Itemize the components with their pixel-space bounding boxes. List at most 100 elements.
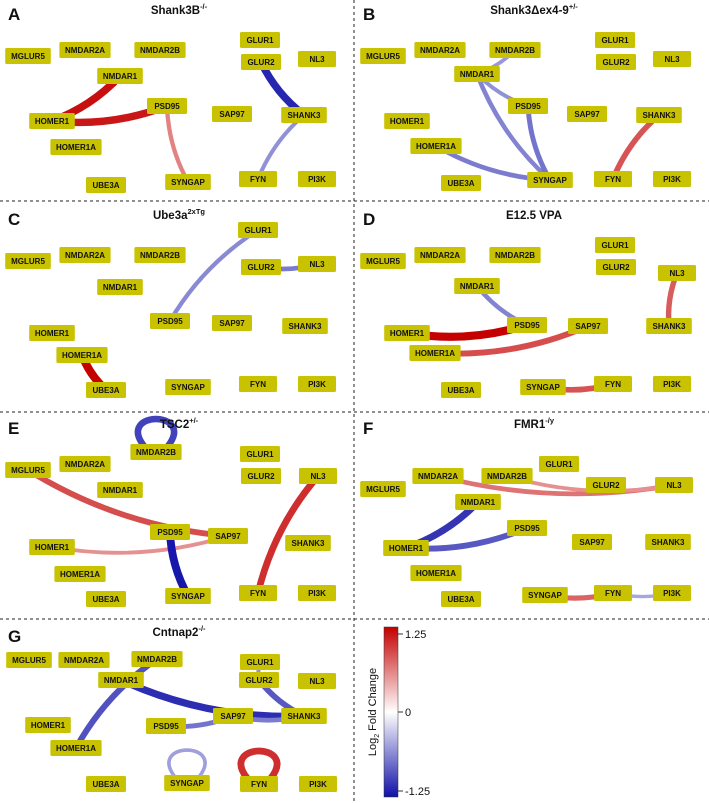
node-label: SHANK3 (288, 712, 321, 721)
panel-title-main: Shank3B (151, 5, 200, 17)
node-fyn: FYN (594, 585, 632, 601)
node-pi3k: PI3K (653, 171, 691, 187)
legend-axis-rest: Fold Change (367, 668, 379, 734)
node-label: SAP97 (574, 110, 600, 119)
node-nmdar2a: NMDAR2A (414, 247, 466, 263)
node-nmdar1: NMDAR1 (97, 279, 143, 295)
edge-syngap-syngap (167, 748, 207, 779)
node-label: NMDAR2A (420, 251, 460, 260)
node-label: NMDAR2B (140, 46, 180, 55)
node-label: GLUR1 (246, 450, 274, 459)
node-label: NMDAR2B (140, 251, 180, 260)
node-box (653, 51, 691, 67)
node-box (298, 171, 336, 187)
node-label: NMDAR1 (103, 72, 138, 81)
node-label: NMDAR1 (460, 70, 495, 79)
edge-nl3-fyn (254, 472, 322, 597)
node-pi3k: PI3K (299, 776, 337, 792)
node-label: SHANK3 (289, 322, 322, 331)
node-box (56, 347, 108, 363)
node-mglur5: MGLUR5 (360, 48, 406, 64)
node-box (25, 717, 71, 733)
node-box (239, 672, 279, 688)
node-label: UBE3A (92, 595, 119, 604)
node-homer1: HOMER1 (29, 539, 75, 555)
node-psd95: PSD95 (150, 524, 190, 540)
node-nmdar2a: NMDAR2A (414, 42, 466, 58)
node-mglur5: MGLUR5 (5, 48, 51, 64)
node-homer1a: HOMER1A (410, 138, 462, 154)
node-label: PSD95 (153, 722, 179, 731)
node-box (383, 540, 429, 556)
node-box (572, 534, 612, 550)
node-box (59, 42, 111, 58)
node-box (97, 482, 143, 498)
node-box (239, 376, 277, 392)
node-homer1a: HOMER1A (50, 139, 102, 155)
node-nl3: NL3 (299, 468, 337, 484)
node-box (481, 468, 533, 484)
node-label: SYNGAP (528, 591, 562, 600)
node-box (298, 673, 336, 689)
node-box (455, 494, 501, 510)
node-label: SYNGAP (526, 383, 560, 392)
node-label: PSD95 (157, 528, 183, 537)
node-homer1: HOMER1 (383, 540, 429, 556)
panel-title: Ube3a2xTg (153, 207, 205, 222)
node-glur2: GLUR2 (239, 672, 279, 688)
node-box (240, 776, 278, 792)
node-syngap: SYNGAP (522, 587, 568, 603)
node-box (213, 708, 253, 724)
node-box (539, 456, 579, 472)
node-box (241, 54, 281, 70)
node-label: PSD95 (154, 102, 180, 111)
node-label: HOMER1A (416, 142, 456, 151)
node-nl3: NL3 (653, 51, 691, 67)
node-label: SHANK3 (652, 538, 685, 547)
node-ube3a: UBE3A (86, 776, 126, 792)
legend-mid-label: 0 (405, 707, 411, 719)
node-label: NMDAR2B (487, 472, 527, 481)
node-mglur5: MGLUR5 (5, 253, 51, 269)
node-label: GLUR2 (592, 481, 620, 490)
panel-title-superscript: +/- (189, 416, 198, 425)
node-homer1: HOMER1 (384, 325, 430, 341)
node-box (5, 253, 51, 269)
node-label: SYNGAP (171, 592, 205, 601)
node-nmdar2a: NMDAR2A (59, 42, 111, 58)
node-box (653, 376, 691, 392)
node-fyn: FYN (239, 171, 277, 187)
node-box (489, 247, 541, 263)
node-box (636, 107, 682, 123)
node-label: HOMER1A (415, 349, 455, 358)
node-shank3: SHANK3 (645, 534, 691, 550)
node-glur1: GLUR1 (240, 654, 280, 670)
node-label: GLUR1 (601, 36, 629, 45)
node-nmdar1: NMDAR1 (97, 68, 143, 84)
node-label: FYN (251, 780, 267, 789)
edge-shank3-fyn (255, 112, 307, 182)
legend-axis-log: Log (367, 738, 379, 756)
node-homer1: HOMER1 (25, 717, 71, 733)
node-label: GLUR2 (602, 263, 630, 272)
node-box (146, 718, 186, 734)
edge-psd95-syngap (166, 528, 192, 600)
edge-nmdar1-syngap (474, 71, 553, 183)
node-ube3a: UBE3A (86, 591, 126, 607)
node-label: PI3K (663, 380, 681, 389)
node-label: NMDAR2B (495, 251, 535, 260)
node-label: HOMER1 (390, 329, 425, 338)
node-box (360, 481, 406, 497)
node-fyn: FYN (240, 776, 278, 792)
panel-title-main: Ube3a (153, 210, 188, 222)
node-fyn: FYN (239, 376, 277, 392)
node-label: GLUR2 (247, 58, 275, 67)
node-nmdar1: NMDAR1 (98, 672, 144, 688)
node-box (454, 66, 500, 82)
node-box (50, 740, 102, 756)
node-box (208, 528, 248, 544)
node-glur1: GLUR1 (240, 446, 280, 462)
node-label: SYNGAP (170, 779, 204, 788)
node-homer1a: HOMER1A (54, 566, 106, 582)
